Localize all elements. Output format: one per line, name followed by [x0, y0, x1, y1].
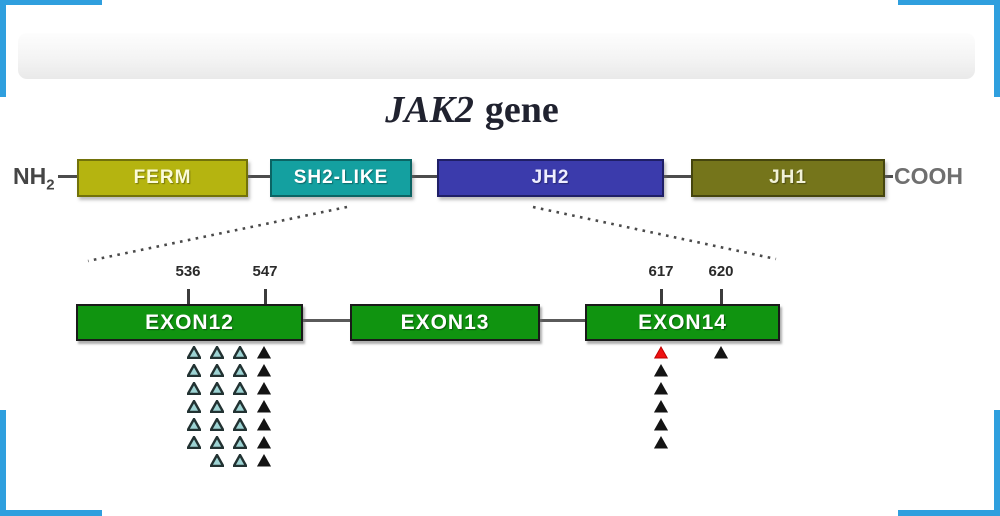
- header-band: [18, 33, 975, 79]
- domain-box-jh1: JH1: [691, 159, 885, 197]
- exon-connector-1: [303, 319, 350, 322]
- codon-label-536: 536: [175, 263, 201, 280]
- codon-label-620: 620: [708, 263, 734, 280]
- n-terminus-subscript: 2: [46, 176, 55, 194]
- mutation-marker-teal: [185, 434, 203, 450]
- mutation-marker-teal: [208, 380, 226, 396]
- domain-box-sh2-like: SH2-LIKE: [270, 159, 412, 197]
- frame-corner-bottom-right: [898, 410, 1000, 516]
- mutation-marker-black: [256, 363, 272, 377]
- mutation-marker-teal: [208, 416, 226, 432]
- mutation-marker-teal: [185, 362, 203, 378]
- mutation-marker-teal: [231, 362, 249, 378]
- domain-box-jh2: JH2: [437, 159, 664, 197]
- codon-tick-547: [264, 289, 267, 304]
- exon-box-exon14: EXON14: [585, 304, 780, 341]
- mutation-marker-black: [713, 345, 729, 359]
- n-terminus-text: NH: [13, 163, 47, 189]
- codon-tick-617: [660, 289, 663, 304]
- mutation-marker-black: [256, 381, 272, 395]
- mutation-marker-red: [653, 345, 669, 359]
- mutation-marker-teal: [231, 344, 249, 360]
- mutation-marker-teal: [185, 398, 203, 414]
- frame-corner-bottom-left: [0, 410, 102, 516]
- mutation-marker-teal: [208, 434, 226, 450]
- exon-connector-2: [540, 319, 585, 322]
- mutation-marker-teal: [185, 416, 203, 432]
- mutation-marker-black: [256, 453, 272, 467]
- n-terminus-label: NH2: [13, 163, 55, 194]
- mutation-marker-teal: [208, 452, 226, 468]
- codon-label-547: 547: [252, 263, 278, 280]
- title-suffix: gene: [484, 89, 559, 131]
- mutation-marker-black: [256, 435, 272, 449]
- mutation-marker-black: [653, 417, 669, 431]
- mutation-marker-teal: [185, 344, 203, 360]
- mutation-marker-teal: [231, 452, 249, 468]
- mutation-marker-black: [653, 381, 669, 395]
- c-terminus-label: COOH: [894, 163, 963, 189]
- mutation-marker-black: [256, 345, 272, 359]
- mutation-marker-teal: [208, 362, 226, 378]
- mutation-marker-black: [653, 363, 669, 377]
- mutation-marker-teal: [185, 380, 203, 396]
- mutation-marker-teal: [208, 398, 226, 414]
- title-gene-symbol: JAK2: [385, 89, 474, 131]
- mutation-marker-teal: [231, 380, 249, 396]
- codon-label-617: 617: [648, 263, 674, 280]
- exon-box-exon12: EXON12: [76, 304, 303, 341]
- mutation-marker-black: [653, 435, 669, 449]
- mutation-marker-teal: [231, 434, 249, 450]
- domain-box-ferm: FERM: [77, 159, 248, 197]
- mutation-marker-teal: [208, 344, 226, 360]
- codon-tick-620: [720, 289, 723, 304]
- mutation-marker-black: [256, 399, 272, 413]
- exon-box-exon13: EXON13: [350, 304, 540, 341]
- mutation-marker-black: [653, 399, 669, 413]
- codon-tick-536: [187, 289, 190, 304]
- mutation-marker-black: [256, 417, 272, 431]
- mutation-marker-teal: [231, 416, 249, 432]
- mutation-marker-teal: [231, 398, 249, 414]
